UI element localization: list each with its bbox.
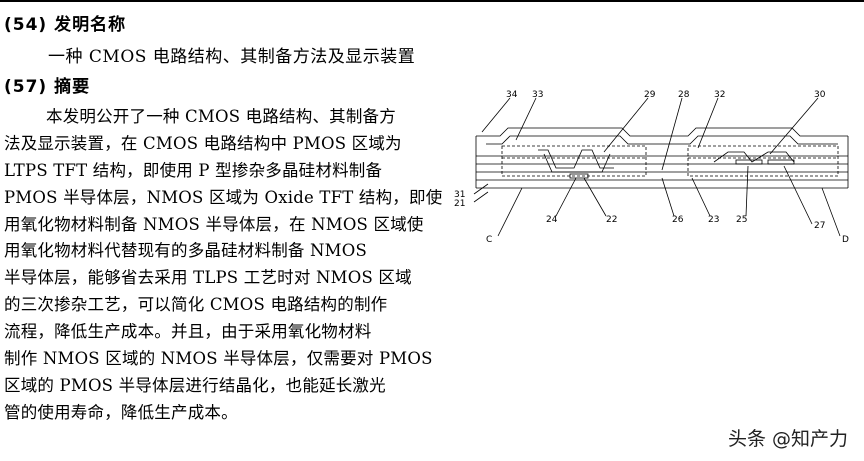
abstract-line: 区域的 PMOS 半导体层进行结晶化，也能延长激光 [4, 375, 386, 395]
label-31: 31 [454, 190, 465, 200]
label-d: D [842, 235, 849, 244]
abstract-line: 流程，降低生产成本。并且，由于采用氧化物材料 [4, 322, 372, 342]
section-54-heading: (54) 发明名称 [4, 15, 127, 35]
figure-labels: 34 33 29 28 32 30 31 21 24 22 26 23 25 2… [454, 90, 849, 244]
abstract-line: 半导体层，能够省去采用 TLPS 工艺时对 NMOS 区域 [4, 268, 412, 288]
nmos-contacts [713, 151, 795, 165]
label-25: 25 [736, 215, 747, 225]
label-26: 26 [672, 215, 684, 225]
abstract-line: 用氧化物材料制备 NMOS 半导体层，在 NMOS 区域使 [4, 214, 424, 234]
label-21: 21 [454, 199, 465, 209]
label-24: 24 [546, 215, 558, 225]
layer-stack [475, 127, 849, 189]
abstract-line: LTPS TFT 结构，即使用 P 型掺杂多晶硅材料制备 [4, 160, 383, 180]
abstract-line: 用氧化物材料代替现有的多晶硅材料制备 NMOS [4, 241, 368, 261]
abstract-line: 制作 NMOS 区域的 NMOS 半导体层，仅需要对 PMOS [4, 349, 433, 369]
leader-lines [473, 97, 841, 237]
label-30: 30 [814, 90, 826, 100]
abstract-line: PMOS 半导体层，NMOS 区域为 Oxide TFT 结构，即使 [4, 187, 443, 207]
abstract-line: 本发明公开了一种 CMOS 电路结构、其制备方 [46, 107, 396, 126]
label-27: 27 [814, 221, 825, 231]
section-57-heading: (57) 摘要 [4, 77, 91, 97]
abstract-text: 本发明公开了一种 CMOS 电路结构、其制备方 法及显示装置，在 CMOS 电路… [4, 104, 443, 427]
label-22: 22 [606, 215, 617, 225]
label-28: 28 [678, 90, 690, 100]
label-32: 32 [714, 90, 725, 100]
cmos-cross-section-figure: 34 33 29 28 32 30 31 21 24 22 26 23 25 2… [454, 90, 849, 244]
top-rule [0, 0, 864, 2]
abstract-line: 的三次掺杂工艺，可以简化 CMOS 电路结构的制作 [4, 295, 388, 315]
label-34: 34 [506, 90, 518, 100]
abstract-line: 法及显示装置，在 CMOS 电路结构中 PMOS 区域为 [4, 133, 402, 153]
label-33: 33 [532, 90, 543, 100]
pmos-contacts [538, 149, 614, 179]
label-c: C [486, 235, 492, 244]
watermark: 头条 @知产力 [727, 428, 848, 450]
region-outlines [501, 145, 839, 177]
label-29: 29 [644, 90, 656, 100]
label-23: 23 [708, 215, 719, 225]
invention-title: 一种 CMOS 电路结构、其制备方法及显示装置 [48, 47, 416, 67]
abstract-line: 管的使用寿命，降低生产成本。 [4, 402, 238, 422]
